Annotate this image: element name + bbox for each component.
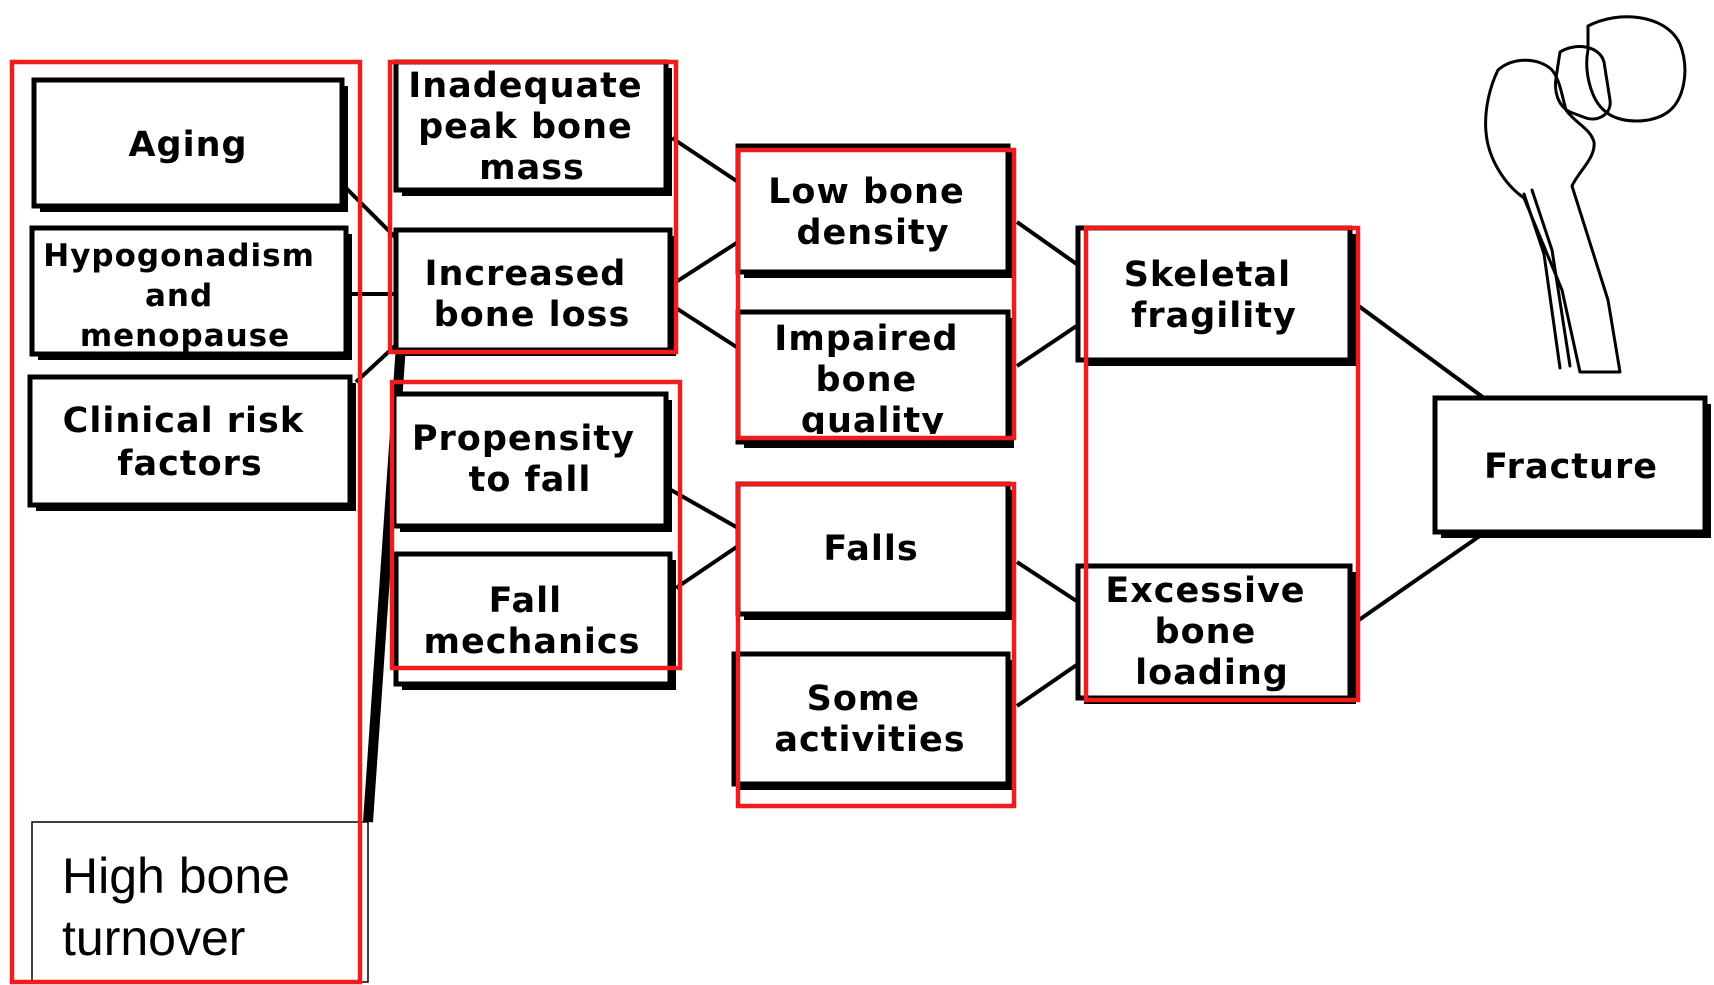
node-low-density-line-2: density (796, 213, 949, 253)
highlight-bone-mass-group (387, 59, 679, 355)
node-impaired-quality-line-3: quality (801, 401, 945, 441)
highlight-loading-group (735, 481, 1017, 809)
edge-increased-loss-to-impaired-quality (674, 306, 740, 350)
edge-excessive-loading-to-fracture (1354, 531, 1486, 624)
edge-some-activities-to-excessive-loading (1015, 662, 1080, 708)
edge-skeletal-fragility-to-fracture (1354, 302, 1486, 400)
annotation-high-bone-turnover: High bone turnover (31, 821, 369, 983)
highlight-bone-strength-group (735, 147, 1017, 441)
edge-increased-loss-to-low-density (674, 240, 740, 284)
edge-fall-mechanics-to-falls (674, 544, 740, 590)
annotation-high-bone-turnover-line-2: turnover (62, 910, 245, 966)
node-fall-mechanics-line-1: Fall (489, 581, 562, 621)
node-impaired-quality-text: Impaired bone quality (774, 319, 971, 441)
node-propensity-text: Propensity to fall (412, 419, 648, 500)
node-aging: Aging (31, 77, 348, 212)
edge-low-density-to-skeletal-fragility (1015, 220, 1080, 267)
node-impaired-quality-line-1: Impaired (774, 319, 958, 359)
node-inadequate-peak-bone-mass: Inadequate peak bone mass (393, 59, 672, 196)
highlight-frames (9, 59, 1361, 985)
node-aging-line-1: Aging (128, 125, 247, 165)
node-skeletal-fragility-text: Skeletal fragility (1124, 255, 1305, 336)
annotation-high-bone-turnover-line-1: High bone (62, 848, 290, 904)
node-skeletal-fragility: Skeletal fragility (1075, 225, 1356, 366)
edge-aging-to-increased-loss (344, 186, 398, 240)
node-inadequate-peak-line-2: peak bone (418, 107, 633, 147)
node-increased-loss-line-1: Increased (424, 254, 626, 294)
node-excessive-loading-line-1: Excessive (1105, 571, 1305, 611)
node-low-bone-density: Low bone density (735, 143, 1014, 278)
femur-bone-icon (1484, 15, 1687, 374)
node-hypogonadism-menopause: Hypogonadism and menopause (29, 225, 352, 360)
node-increased-loss-line-2: bone loss (434, 295, 631, 335)
node-some-activities-line-2: activities (774, 720, 965, 760)
node-low-density-line-1: Low bone (768, 172, 965, 212)
node-impaired-bone-quality: Impaired bone quality (735, 309, 1014, 448)
node-clinical-risk-factors: Clinical risk factors (27, 374, 356, 511)
node-fracture: Fracture (1432, 395, 1711, 538)
edge-inadequate-peak-to-low-density (670, 136, 740, 184)
annotation-high-bone-turnover-text: High bone turnover (62, 848, 304, 966)
node-excessive-loading-line-3: loading (1135, 653, 1289, 693)
node-excessive-bone-loading: Excessive bone loading (1075, 563, 1356, 704)
node-propensity-line-2: to fall (469, 460, 592, 500)
node-falls-text: Falls (823, 529, 918, 569)
node-inadequate-peak-line-3: mass (479, 148, 585, 188)
node-hypogonadism-line-3: menopause (80, 318, 290, 354)
node-fracture-text: Fracture (1484, 447, 1658, 487)
node-some-activities-text: Some activities (774, 679, 965, 760)
edge-impaired-quality-to-skeletal-fragility (1015, 323, 1080, 368)
highlight-outcome-group (1083, 225, 1361, 703)
node-fall-mechanics-text: Fall mechanics (424, 581, 641, 662)
node-low-density-text: Low bone density (768, 172, 978, 253)
node-inadequate-peak-text: Inadequate peak bone mass (408, 66, 656, 188)
node-clinical-risk-line-1: Clinical risk (63, 401, 305, 441)
node-some-activities: Some activities (731, 651, 1014, 790)
node-falls-line-1: Falls (823, 529, 918, 569)
node-increased-loss-text: Increased bone loss (424, 254, 639, 335)
node-increased-bone-loss: Increased bone loss (393, 227, 676, 356)
node-hypogonadism-line-2: and (145, 278, 213, 314)
node-clinical-risk-text: Clinical risk factors (63, 401, 318, 484)
edge-falls-to-excessive-loading (1015, 560, 1080, 604)
node-skeletal-fragility-line-2: fragility (1131, 296, 1297, 336)
node-propensity-to-fall: Propensity to fall (391, 391, 672, 532)
node-skeletal-fragility-line-1: Skeletal (1124, 255, 1291, 295)
node-propensity-line-1: Propensity (412, 419, 635, 459)
highlight-risk-factors-column (9, 59, 363, 985)
node-aging-text: Aging (128, 125, 247, 165)
highlight-fall-group (389, 379, 683, 671)
node-excessive-loading-text: Excessive bone loading (1105, 571, 1318, 693)
node-some-activities-line-1: Some (807, 679, 920, 719)
node-clinical-risk-line-2: factors (117, 444, 262, 484)
node-fracture-line-1: Fracture (1484, 447, 1658, 487)
node-impaired-quality-line-2: bone (816, 360, 918, 400)
node-hypogonadism-line-1: Hypogonadism (43, 238, 315, 274)
node-inadequate-peak-line-1: Inadequate (408, 66, 642, 106)
node-fall-mechanics-line-2: mechanics (424, 622, 641, 662)
node-excessive-loading-line-2: bone (1155, 612, 1257, 652)
node-falls: Falls (735, 481, 1014, 620)
node-hypogonadism-text: Hypogonadism and menopause (43, 238, 326, 354)
